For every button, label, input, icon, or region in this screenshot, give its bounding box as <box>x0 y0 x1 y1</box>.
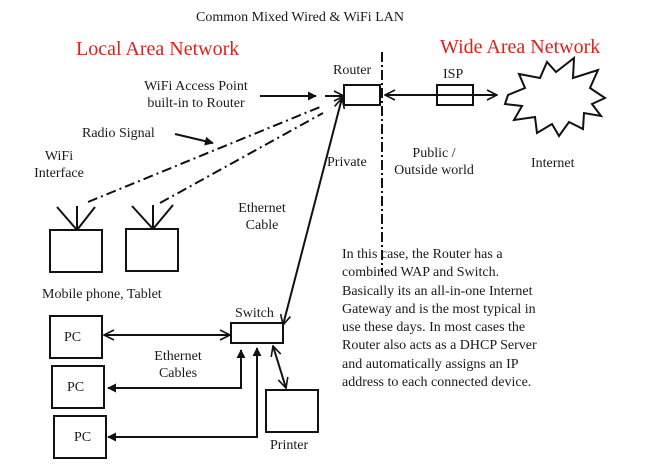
pc-box-2 <box>51 365 105 409</box>
wifi-label-line1: WiFi <box>44 149 74 164</box>
wap-label-line2: built-in to Router <box>147 96 245 111</box>
public-label-line2: Outside world <box>394 163 474 178</box>
printer-label: Printer <box>270 438 309 453</box>
radio-signal-2 <box>159 112 324 204</box>
pc-label-3: PC <box>74 430 92 445</box>
wifi-label-line2: Interface <box>34 166 84 181</box>
note-line: In this case, the Router has a <box>342 247 503 262</box>
pc-label-2: PC <box>67 380 85 395</box>
ethernet-cables-line2: Cables <box>158 366 198 381</box>
router-switch-cable <box>283 98 342 325</box>
mobile-tablet-label: Mobile phone, Tablet <box>42 287 162 302</box>
mobile-phone-box <box>49 229 103 273</box>
switch-printer-cable <box>273 346 286 388</box>
printer-box <box>265 389 319 433</box>
ethernet-cables-line1: Ethernet <box>154 349 202 364</box>
note-line: combined WAP and Switch. <box>342 265 500 281</box>
explanation-note: In this case, the Router has a combined … <box>342 246 582 392</box>
switch-box <box>230 322 284 344</box>
pc3-switch-cable <box>107 347 262 442</box>
note-line: Router also acts as a DHCP Server <box>342 338 537 354</box>
antenna-icon-phone <box>56 206 96 231</box>
note-line: use these days. In most cases the <box>342 320 526 336</box>
antenna-icon-tablet <box>131 204 174 230</box>
public-label-line1: Public / <box>412 146 456 161</box>
note-line: address to each connected device. <box>342 375 532 391</box>
ethernet-cable-line1: Ethernet <box>238 201 286 216</box>
ethernet-cable-line2: Cable <box>245 218 279 233</box>
internet-cloud-icon <box>503 55 608 138</box>
pc-box-3 <box>53 415 107 459</box>
ethernet-cable-label: Ethernet Cable <box>230 200 294 234</box>
router-box <box>343 84 381 106</box>
switch-label: Switch <box>235 306 274 321</box>
ethernet-cables-label: Ethernet Cables <box>142 348 214 382</box>
private-label: Private <box>327 155 367 170</box>
note-line: and automatically assigns an IP <box>342 356 519 372</box>
router-label: Router <box>333 63 372 78</box>
note-line: Gateway and is the most typical in <box>342 301 536 317</box>
tablet-box <box>125 228 179 272</box>
wan-heading: Wide Area Network <box>440 36 601 58</box>
lan-heading: Local Area Network <box>76 38 240 60</box>
internet-label: Internet <box>531 156 575 171</box>
pc-box-1 <box>49 315 103 359</box>
public-label: Public / Outside world <box>384 145 484 179</box>
note-line: Basically its an all-in-one Internet <box>342 283 533 299</box>
wap-label-line1: WiFi Access Point <box>144 79 248 94</box>
radio-signal-label: Radio Signal <box>82 126 155 141</box>
pc-label-1: PC <box>64 330 82 345</box>
radio-signal-1 <box>87 106 321 203</box>
wap-label: WiFi Access Point built-in to Router <box>130 78 262 112</box>
wifi-interface-label: WiFi Interface <box>28 148 90 182</box>
diagram-title: Common Mixed Wired & WiFi LAN <box>196 10 404 25</box>
isp-label: ISP <box>443 67 464 82</box>
